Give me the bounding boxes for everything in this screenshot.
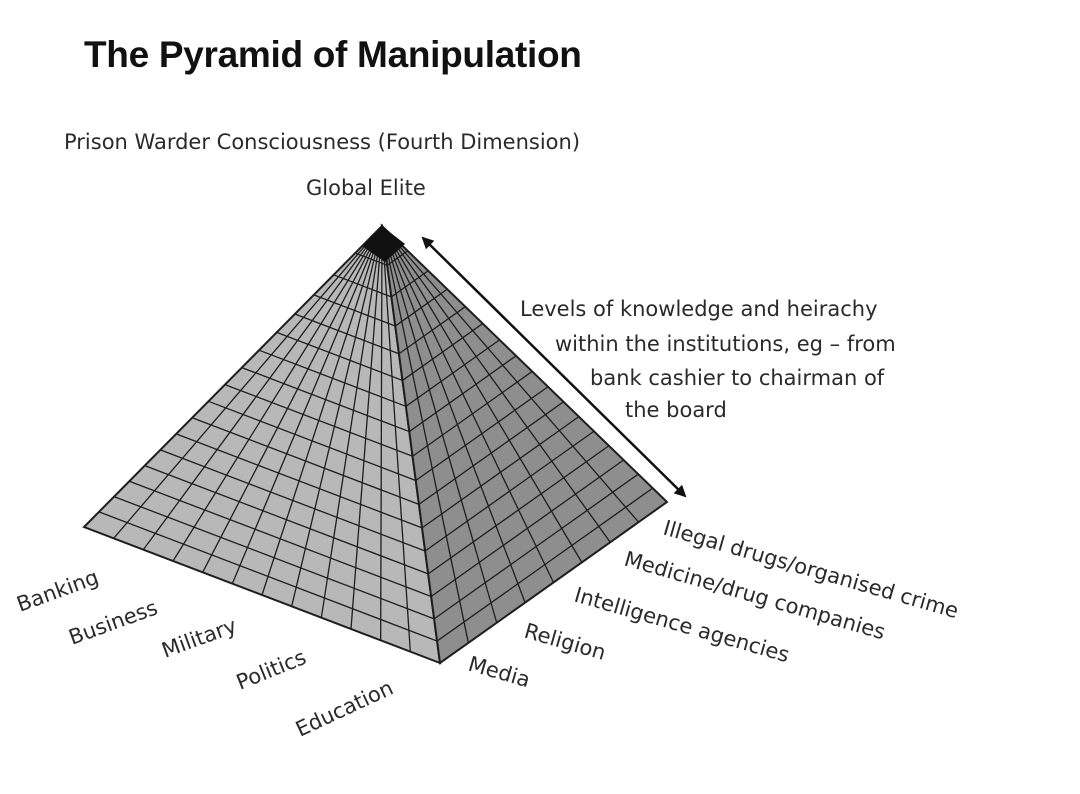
pyramid-capstone (362, 226, 405, 262)
grid-radial-line (113, 225, 383, 539)
hierarchy-arrow (421, 236, 687, 498)
grid-radial-line (380, 225, 383, 641)
label-military: Military (159, 614, 240, 663)
grid-radial-line (202, 225, 383, 573)
label-business: Business (66, 595, 161, 649)
grid-radial-line (350, 225, 383, 630)
grid-radial-line (381, 225, 411, 652)
label-religion: Religion (522, 619, 609, 665)
label-education: Education (292, 676, 397, 742)
grid-radial-line (291, 225, 383, 607)
grid-radial-line (261, 225, 383, 596)
label-politics: Politics (233, 645, 310, 695)
grid-radial-line (231, 225, 383, 584)
label-media: Media (466, 652, 533, 692)
grid-radial-line (320, 225, 383, 618)
label-banking: Banking (14, 565, 102, 617)
grid-radial-line (142, 225, 383, 551)
page-title: The Pyramid of Manipulation (84, 34, 582, 75)
pyramid-subtitle: Prison Warder Consciousness (Fourth Dime… (64, 130, 581, 154)
grid-radial-line (172, 225, 383, 562)
apex-label: Global Elite (306, 176, 426, 200)
left-face-grid (98, 225, 438, 652)
